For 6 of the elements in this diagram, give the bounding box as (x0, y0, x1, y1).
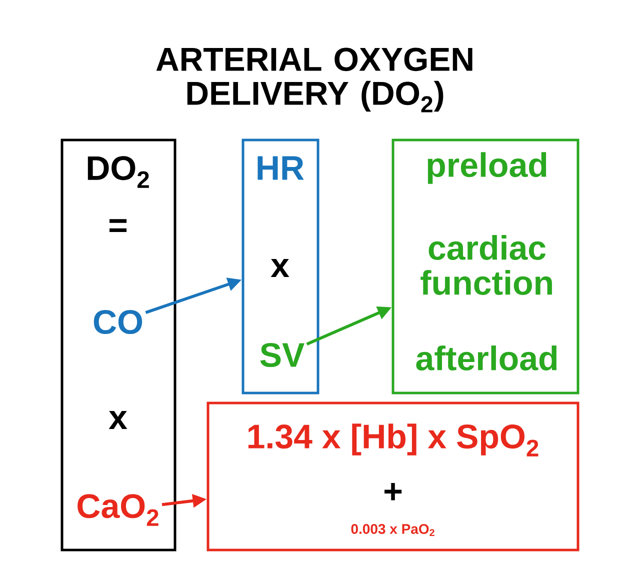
formula-box: 1.34 x [Hb] x SpO$_{2}$ + 0.003 x PaO$_{2}$ (206, 402, 580, 552)
formula-term: CaO$_{2}$ (78, 494, 158, 526)
formula-box: preload cardiac function afterload (392, 138, 580, 394)
title: ARTERIAL OXYGEN DELIVERY (DO$_{2}$) (156, 48, 472, 112)
formula-term: SV (260, 342, 304, 368)
formula-term: CO (94, 310, 142, 334)
